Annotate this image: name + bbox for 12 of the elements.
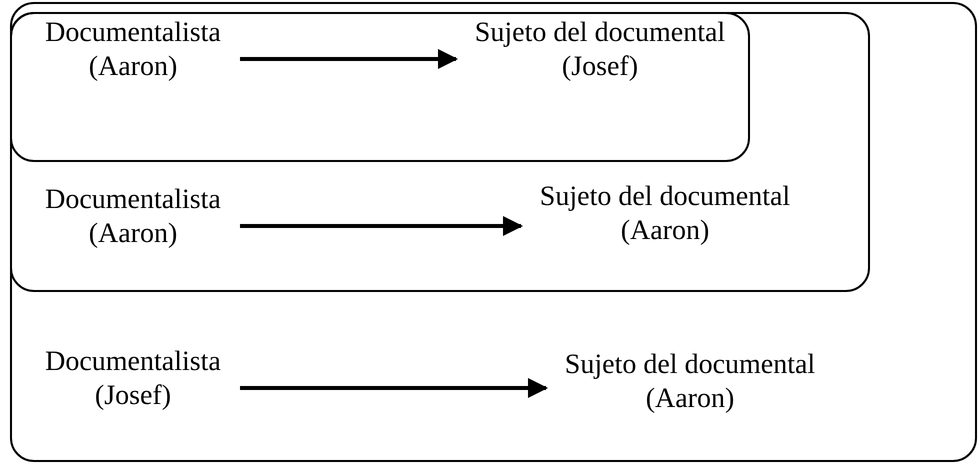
role-label: Documentalista (Josef)	[28, 345, 238, 415]
group-frame	[10, 12, 870, 292]
arrow	[240, 216, 523, 236]
arrow	[240, 49, 458, 69]
group-frame	[10, 2, 977, 462]
role-label: Sujeto del documental (Josef)	[460, 16, 740, 86]
role-label: Documentalista (Aaron)	[28, 16, 238, 86]
role-label: Sujeto del documental (Aaron)	[550, 348, 830, 418]
arrow	[240, 378, 548, 398]
role-label: Documentalista (Aaron)	[28, 183, 238, 253]
role-label: Sujeto del documental (Aaron)	[525, 180, 805, 250]
group-frame	[10, 12, 750, 162]
